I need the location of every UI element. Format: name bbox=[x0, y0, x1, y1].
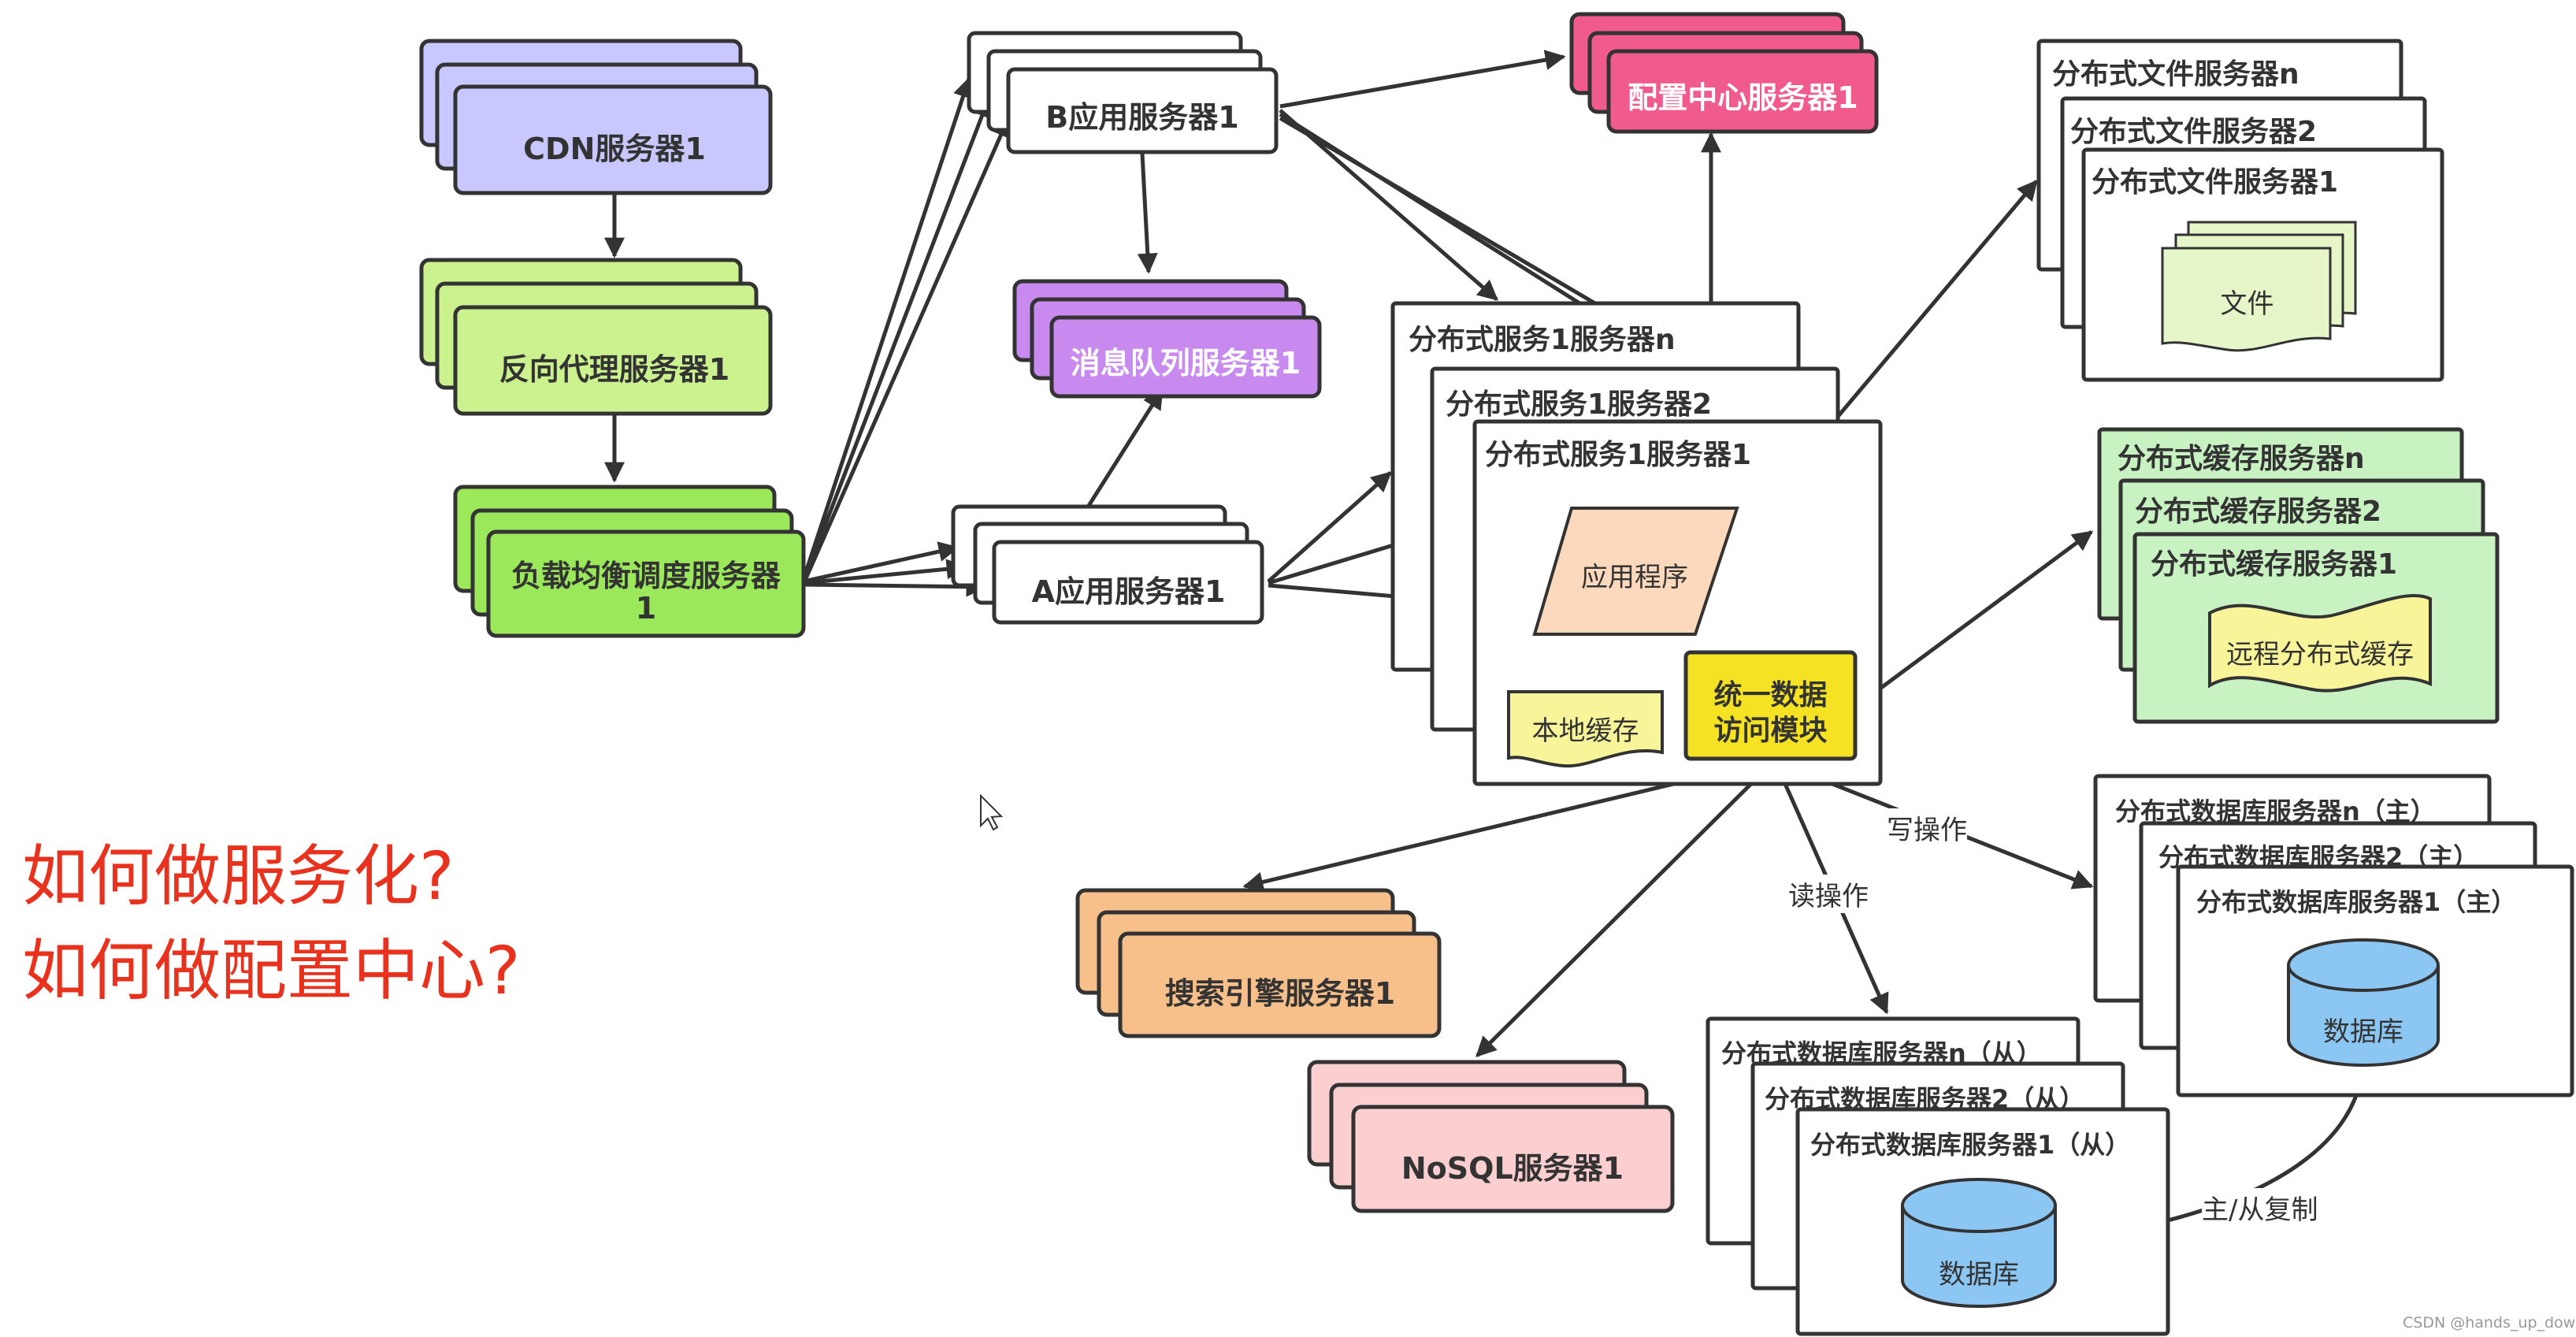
edge-balancer-app-b-2 bbox=[801, 96, 992, 582]
question-config-center: 如何做配置中心? bbox=[22, 932, 521, 1009]
load-balancer-stack bbox=[453, 485, 806, 638]
edge-app-b-service-1 bbox=[1279, 109, 1498, 301]
dist-service-2-label: 分布式服务1服务器2 bbox=[1446, 388, 1713, 421]
edge-unified-nosql bbox=[1475, 761, 1774, 1057]
app-b-label: B应用服务器1 bbox=[1045, 100, 1239, 135]
replication-edge-label: 主/从复制 bbox=[2202, 1188, 2318, 1227]
db-master-2-label: 分布式数据库服务器2（主） bbox=[2158, 842, 2479, 872]
dist-file-n-label: 分布式文件服务器n bbox=[2052, 58, 2299, 91]
db-slave-2-label: 分布式数据库服务器2（从） bbox=[1765, 1084, 2085, 1114]
search-engine-stack bbox=[1075, 888, 1442, 1038]
file-doc-stack bbox=[2161, 221, 2357, 352]
question-service: 如何做服务化? bbox=[22, 837, 455, 915]
dist-service-1-label: 分布式服务1服务器1 bbox=[1485, 439, 1752, 471]
unified-data-label-line1: 统一数据 bbox=[1713, 679, 1828, 711]
cdn-server-stack bbox=[419, 39, 773, 195]
reverse-proxy-stack bbox=[419, 258, 773, 416]
edge-balancer-app-a-1 bbox=[803, 541, 960, 584]
edge-balancer-app-b-1 bbox=[801, 76, 973, 580]
nosql-label: NoSQL服务器1 bbox=[1401, 1151, 1624, 1186]
remote-cache-shape bbox=[2208, 593, 2432, 693]
application-label: 应用程序 bbox=[1581, 562, 1688, 593]
write-edge-label: 写操作 bbox=[1887, 808, 1967, 847]
cdn-server-label: CDN服务器1 bbox=[523, 132, 706, 166]
edge-unified-cache bbox=[1861, 529, 2094, 704]
search-engine-label: 搜索引擎服务器1 bbox=[1164, 976, 1396, 1011]
db-slave-1-label: 分布式数据库服务器1（从） bbox=[1810, 1130, 2131, 1160]
dist-cache-2-label: 分布式缓存服务器2 bbox=[2135, 496, 2382, 528]
dist-cache-1-label: 分布式缓存服务器1 bbox=[2151, 548, 2398, 581]
dist-file-1-label: 分布式文件服务器1 bbox=[2092, 166, 2339, 199]
nosql-stack bbox=[1307, 1060, 1675, 1213]
app-a-label: A应用服务器1 bbox=[1031, 574, 1226, 609]
load-balancer-label-line2: 1 bbox=[635, 591, 657, 626]
local-cache-shape bbox=[1507, 690, 1664, 768]
edge-app-a-service-1 bbox=[1267, 471, 1392, 583]
file-doc-label: 文件 bbox=[2220, 288, 2274, 320]
edge-balancer-app-a-3 bbox=[803, 576, 987, 597]
application-shape bbox=[1532, 507, 1739, 636]
local-cache-label: 本地缓存 bbox=[1531, 715, 1639, 747]
db-master-n-label: 分布式数据库服务器n（主） bbox=[2115, 797, 2436, 826]
unified-data-module bbox=[1683, 650, 1858, 761]
reverse-proxy-label: 反向代理服务器1 bbox=[499, 352, 730, 387]
edge-balancer-app-a-2 bbox=[803, 559, 967, 585]
remote-cache-label: 远程分布式缓存 bbox=[2226, 639, 2414, 670]
db-master-1-label: 分布式数据库服务器1（主） bbox=[2196, 887, 2517, 917]
unified-data-label-line2: 访问模块 bbox=[1713, 715, 1828, 747]
config-center-stack bbox=[1569, 12, 1879, 134]
config-center-label: 配置中心服务器1 bbox=[1628, 80, 1858, 115]
message-queue-label: 消息队列服务器1 bbox=[1070, 346, 1301, 381]
edge-balancer-app-b-3 bbox=[801, 116, 1011, 585]
edge-app-b-mq bbox=[1137, 153, 1158, 274]
app-b-stack bbox=[967, 31, 1279, 154]
read-edge-label: 读操作 bbox=[1788, 875, 1869, 913]
db-slave-db-label: 数据库 bbox=[1939, 1259, 2019, 1291]
db-master-db-label: 数据库 bbox=[2323, 1016, 2403, 1048]
db-master-cylinder bbox=[2287, 938, 2440, 1067]
dist-file-2-label: 分布式文件服务器2 bbox=[2070, 116, 2318, 148]
dist-service-n-label: 分布式服务1服务器n bbox=[1409, 324, 1676, 356]
edge-app-b-config bbox=[1279, 50, 1566, 109]
mouse-cursor-icon bbox=[980, 793, 1004, 831]
dist-cache-n-label: 分布式缓存服务器n bbox=[2118, 443, 2365, 475]
app-a-stack bbox=[951, 504, 1264, 625]
load-balancer-label-line1: 负载均衡调度服务器 bbox=[510, 559, 781, 593]
watermark: CSDN @hands_up_down bbox=[2403, 1314, 2576, 1331]
edge-app-a-mq bbox=[1085, 388, 1164, 510]
message-queue-stack bbox=[1012, 279, 1322, 399]
db-slave-n-label: 分布式数据库服务器n（从） bbox=[1721, 1038, 2042, 1068]
db-slave-cylinder bbox=[1901, 1178, 2057, 1308]
